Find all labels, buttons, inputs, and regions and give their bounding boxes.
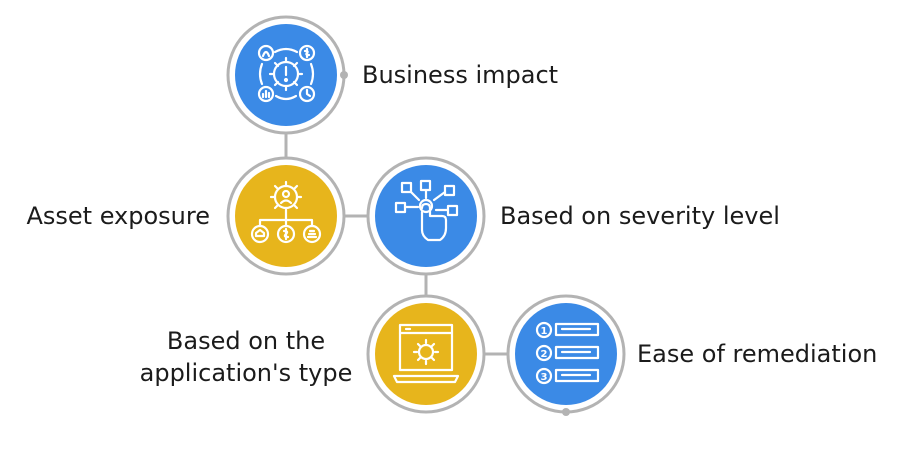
node-circle-yellow [375, 303, 477, 405]
ring-end-dot [562, 408, 570, 416]
node-ease-of-remediation: 1 2 3 [506, 294, 626, 416]
list-number-1: 1 [541, 326, 548, 337]
ring-end-dot [340, 71, 348, 79]
label-asset-exposure: Asset exposure [26, 202, 210, 230]
list-number-2: 2 [541, 349, 548, 360]
asset-exposure-icon [250, 180, 322, 244]
numbered-list-icon [535, 321, 600, 385]
label-severity-level: Based on severity level [500, 202, 780, 230]
label-application-type-line-1: Based on the [166, 327, 326, 355]
list-number-3: 3 [541, 372, 548, 383]
node-business-impact [226, 15, 348, 135]
touch-network-icon [394, 179, 459, 242]
connector-lines [284, 131, 512, 356]
node-severity-level [366, 156, 486, 276]
node-circle-blue [375, 165, 477, 267]
label-application-type: Based on the application's type [135, 325, 357, 389]
business-impact-icon [257, 44, 316, 103]
node-application-type [366, 294, 486, 414]
label-application-type-line-2: application's type [139, 359, 353, 387]
label-business-impact: Business impact [362, 61, 559, 89]
laptop-gear-icon [392, 323, 460, 384]
label-ease-of-remediation: Ease of remediation [637, 340, 878, 368]
node-asset-exposure [226, 156, 346, 276]
node-circle-blue [515, 303, 617, 405]
